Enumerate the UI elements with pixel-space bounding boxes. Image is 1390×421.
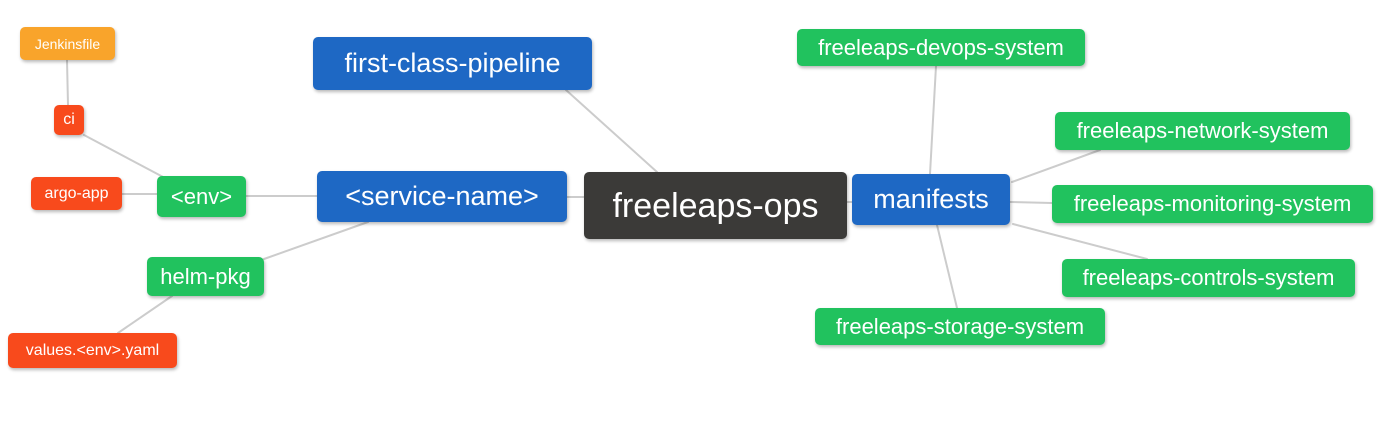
edge-first-class-pipeline-to-freeleaps-ops xyxy=(565,89,658,173)
edge-manifests-to-freeleaps-storage-system xyxy=(936,224,958,309)
edge-values-env-yaml-to-helm-pkg xyxy=(117,295,173,334)
node-freeleaps-ops[interactable]: freeleaps-ops xyxy=(584,172,847,239)
edge-manifests-to-freeleaps-controls-system xyxy=(1012,223,1148,260)
node-freeleaps-monitoring-system[interactable]: freeleaps-monitoring-system xyxy=(1052,185,1373,223)
node-argo-app[interactable]: argo-app xyxy=(31,177,122,210)
node-freeleaps-controls-system[interactable]: freeleaps-controls-system xyxy=(1062,259,1355,297)
node-manifests[interactable]: manifests xyxy=(852,174,1010,225)
node-freeleaps-devops-system[interactable]: freeleaps-devops-system xyxy=(797,29,1085,66)
node-service-name[interactable]: <service-name> xyxy=(317,171,567,222)
node-jenkinsfile[interactable]: Jenkinsfile xyxy=(20,27,115,60)
edge-manifests-to-freeleaps-monitoring-system xyxy=(1009,201,1053,204)
edge-ci-to-env xyxy=(83,134,166,179)
edge-jenkinsfile-to-ci xyxy=(66,59,69,106)
node-helm-pkg[interactable]: helm-pkg xyxy=(147,257,264,296)
edge-helm-pkg-to-service-name xyxy=(263,221,369,260)
node-freeleaps-storage-system[interactable]: freeleaps-storage-system xyxy=(815,308,1105,345)
node-freeleaps-network-system[interactable]: freeleaps-network-system xyxy=(1055,112,1350,150)
edge-manifests-to-freeleaps-devops-system xyxy=(929,65,937,175)
node-env[interactable]: <env> xyxy=(157,176,246,217)
edge-manifests-to-freeleaps-network-system xyxy=(1011,149,1101,183)
node-values-env-yaml[interactable]: values.<env>.yaml xyxy=(8,333,177,368)
node-ci[interactable]: ci xyxy=(54,105,84,135)
node-first-class-pipeline[interactable]: first-class-pipeline xyxy=(313,37,592,90)
